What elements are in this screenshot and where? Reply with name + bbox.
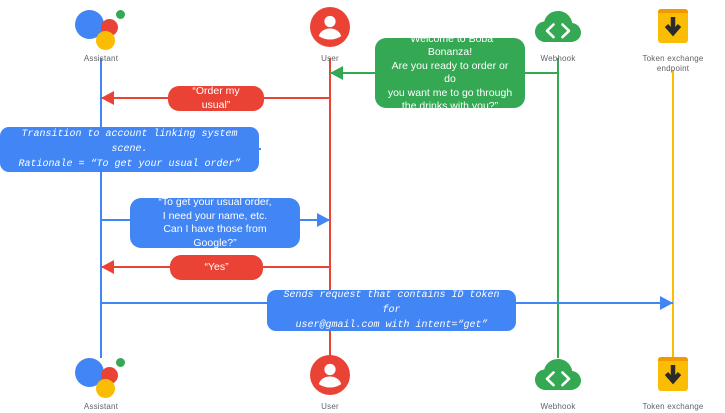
actor-assistant-bottom: Assistant	[46, 352, 156, 412]
actor-token-bottom: Token exchange endpoint	[618, 352, 725, 413]
arrow-head-yes	[101, 260, 114, 274]
actor-webhook-top: Webhook	[503, 4, 613, 64]
actor-label-assistant: Assistant	[83, 54, 119, 63]
lifeline-token	[672, 70, 674, 358]
lifeline-user	[329, 58, 331, 358]
actor-label-token: Token exchange endpoint	[642, 54, 704, 73]
actor-label-webhook: Webhook	[540, 402, 576, 411]
message-bubble-need-your-name: “To get your usual order, I need your na…	[130, 196, 300, 249]
actor-label-token: Token exchange endpoint	[642, 402, 704, 413]
actor-webhook-bottom: Webhook	[503, 352, 613, 412]
actor-label-webhook: Webhook	[540, 54, 576, 63]
user-avatar-icon	[304, 4, 356, 50]
message-bubble-yes: “Yes”	[170, 255, 263, 280]
message-bubble-welcome: “Welcome to Boba Bonanza! Are you ready …	[375, 33, 525, 112]
actor-user-bottom: User	[275, 352, 385, 412]
message-note-transition: Transition to account linking system sce…	[0, 127, 259, 172]
arrow-head-order-my-usual	[101, 91, 114, 105]
user-avatar-icon	[304, 352, 356, 398]
arrow-head-need-your-name	[317, 213, 330, 227]
download-box-icon	[647, 352, 699, 398]
google-assistant-icon	[75, 4, 127, 50]
arrow-head-welcome	[330, 66, 343, 80]
message-bubble-order-my-usual: “Order my usual”	[168, 85, 264, 111]
actor-label-assistant: Assistant	[83, 402, 119, 411]
lifeline-webhook	[557, 58, 559, 358]
download-box-icon	[647, 4, 699, 50]
actor-token-top: Token exchange endpoint	[618, 4, 725, 74]
actor-user-top: User	[275, 4, 385, 64]
arrow-head-sends-request	[660, 296, 673, 310]
actor-label-user: User	[321, 402, 339, 411]
actor-assistant-top: Assistant	[46, 4, 156, 64]
cloud-code-icon	[532, 352, 584, 398]
message-note-sends-request: Sends request that contains ID token for…	[267, 290, 516, 331]
cloud-code-icon	[532, 4, 584, 50]
google-assistant-icon	[75, 352, 127, 398]
lifeline-assistant	[100, 58, 102, 358]
actor-label-user: User	[321, 54, 339, 63]
